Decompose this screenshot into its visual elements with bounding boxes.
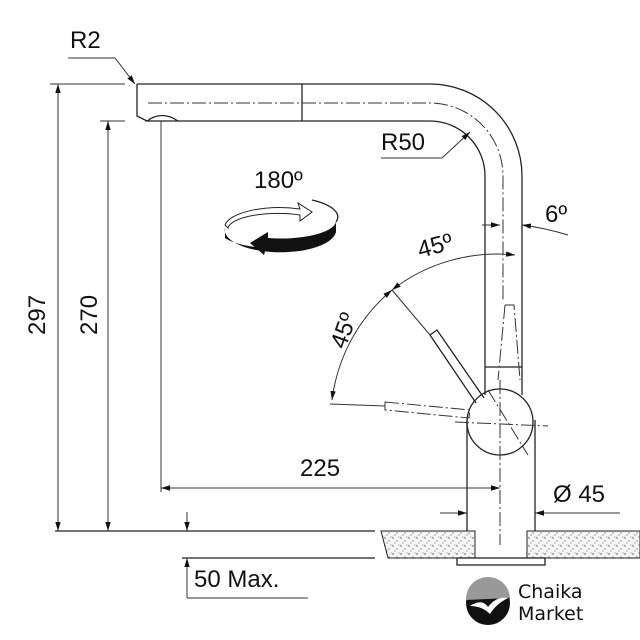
dimension-lines xyxy=(50,57,620,599)
logo-text-chaika: Chaika xyxy=(518,581,583,603)
label-r50: R50 xyxy=(381,129,425,156)
logo-text-market: Market xyxy=(518,603,583,625)
label-counter-thickness: 50 Max. xyxy=(194,566,279,593)
rotation-arrow-icon xyxy=(224,199,339,255)
label-r2: R2 xyxy=(70,27,101,54)
chaika-market-logo: Chaika Market xyxy=(465,576,583,625)
label-reach: 225 xyxy=(300,455,340,482)
label-total-height: 297 xyxy=(24,295,51,335)
label-lever-upper: 45º xyxy=(415,228,456,263)
label-lever-lower: 45º xyxy=(325,309,363,352)
label-rotation: 180º xyxy=(254,167,303,194)
countertop xyxy=(55,530,640,566)
label-diameter: Ø 45 xyxy=(553,481,605,508)
label-spout-height: 270 xyxy=(76,295,103,335)
faucet-body xyxy=(384,329,549,545)
label-tilt: 6º xyxy=(545,201,567,228)
